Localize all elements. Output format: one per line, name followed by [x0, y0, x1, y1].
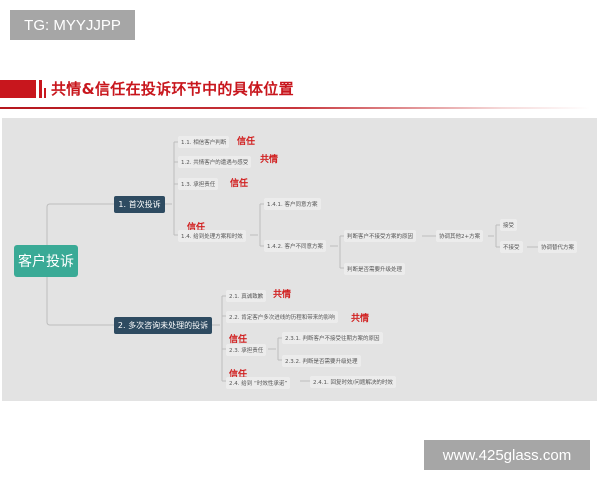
node-2-3-1: 2.3.1. 判断客户不接受往期方案的原因: [282, 332, 383, 344]
node-2-1: 2.1. 真诚致歉: [226, 290, 267, 302]
tag-trust: 信任: [237, 137, 256, 147]
node-2-3-2: 2.3.2. 判断是否需要升级处理: [282, 355, 361, 367]
node-2-4-1: 2.4.1. 回复时效/问题解决的时效: [310, 376, 396, 388]
node-1-1: 1.1. 相信客户判断: [178, 136, 230, 148]
node-1-3: 1.3. 承担责任: [178, 178, 219, 190]
node-1-2: 1.2. 共情客户的遭遇与感受: [178, 156, 252, 168]
branch-first-complaint: 1. 首次投诉: [114, 196, 165, 213]
node-1-4-1: 1.4.1. 客户同意方案: [264, 198, 321, 210]
tag-empathy: 共情: [351, 314, 370, 324]
title-underline: [0, 107, 590, 109]
node-judge-escalation: 判断是否需要升级处理: [344, 263, 406, 275]
node-2-4: 2.4. 给到 “时效性承诺”: [226, 377, 291, 389]
tag-trust: 信任: [229, 370, 248, 380]
node-coordinate-alternatives: 协调其他2+方案: [436, 230, 484, 242]
tag-trust: 信任: [229, 335, 248, 345]
node-1-4: 1.4. 给到处理方案和时效: [178, 230, 246, 242]
watermark-top-left: TG: MYYJJPP: [10, 10, 135, 40]
node-accept: 接受: [500, 219, 518, 231]
root-node: 客户投诉: [14, 245, 78, 277]
watermark-bottom-right: www.425glass.com: [424, 440, 590, 470]
tag-empathy: 共情: [273, 290, 292, 300]
branch-repeated-complaint: 2. 多次咨询未处理的投诉: [114, 317, 212, 334]
title-accent-tick-small: [44, 88, 46, 98]
node-coordinate-substitute: 协调替代方案: [538, 241, 578, 253]
node-2-2: 2.2. 肯定客户多次进线的历程和带来的影响: [226, 311, 338, 323]
tag-trust: 信任: [187, 223, 206, 233]
page-title: 共情&信任在投诉环节中的具体位置: [51, 80, 294, 98]
title-accent-bar: [0, 80, 36, 98]
node-reject: 不接受: [500, 241, 523, 253]
node-1-4-2: 1.4.2. 客户不同意方案: [264, 240, 326, 252]
node-2-3: 2.3. 承担责任: [226, 344, 267, 356]
title-accent-tick: [39, 80, 42, 98]
mindmap-panel: [2, 118, 597, 401]
node-judge-reason: 判断客户不接受方案的原因: [344, 230, 417, 242]
tag-empathy: 共情: [260, 155, 279, 165]
tag-trust: 信任: [230, 179, 249, 189]
